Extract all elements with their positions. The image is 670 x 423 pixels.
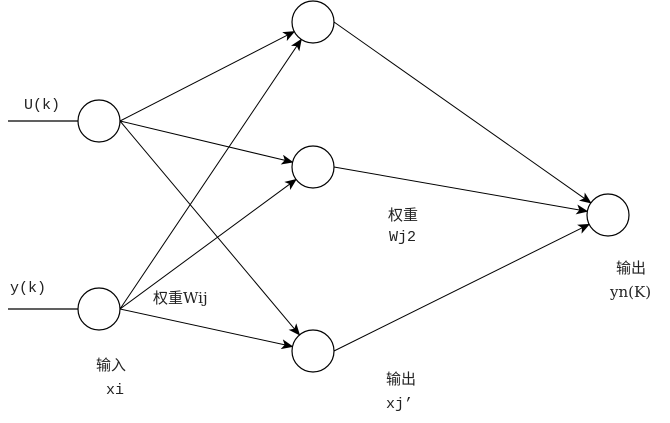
node-hidden-3	[291, 329, 335, 373]
output-var: yn(K)	[610, 283, 652, 301]
edge-input-y-to-hidden-2	[119, 178, 297, 310]
node-hidden-1	[291, 0, 335, 44]
edge-input-u-to-hidden-1	[119, 31, 296, 122]
weight-wj2-title: 权重	[388, 206, 419, 224]
edge-hidden-3-to-output	[333, 223, 591, 352]
node-output	[586, 193, 630, 237]
node-input-u	[77, 99, 121, 143]
edge-input-y-to-hidden-3	[119, 308, 294, 350]
input-layer-var: xi	[106, 382, 125, 399]
edge-hidden-1-to-output	[333, 21, 592, 204]
hidden-output-title: 输出	[386, 370, 417, 388]
edges-layer	[8, 21, 592, 352]
nodes-layer	[77, 0, 630, 373]
input-y-label: y(k)	[10, 280, 47, 297]
weight-wj2-var: Wj2	[389, 229, 417, 246]
edge-input-u-to-hidden-2	[119, 120, 294, 165]
node-input-y	[77, 287, 121, 331]
edge-input-y-to-hidden-1	[119, 38, 302, 310]
node-hidden-2	[291, 145, 335, 189]
input-layer-title: 输入	[96, 356, 127, 374]
output-title: 输出	[616, 259, 647, 277]
edge-hidden-2-to-output	[333, 166, 589, 215]
edge-input-u-to-hidden-3	[119, 120, 301, 336]
hidden-output-var: xj’	[386, 396, 414, 413]
input-u-label: U(k)	[24, 97, 61, 114]
weight-wij-label: 权重Wij	[153, 289, 208, 307]
